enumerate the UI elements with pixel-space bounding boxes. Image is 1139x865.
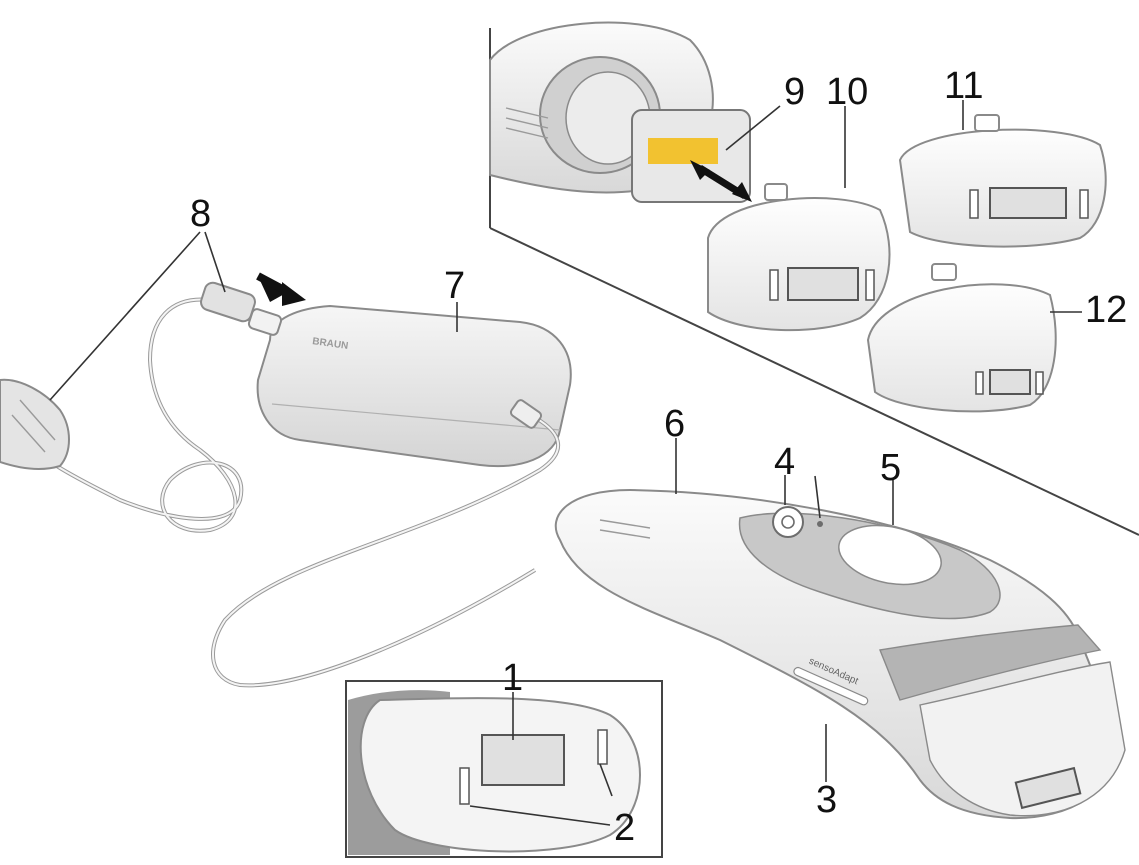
leader-lines (49, 100, 1082, 826)
callout-12: 12 (1085, 289, 1127, 331)
callout-9: 9 (784, 71, 805, 113)
attachment-10 (707, 183, 891, 332)
flash-button (838, 524, 942, 586)
callout-1: 1 (502, 657, 523, 699)
callout-2: 2 (614, 807, 635, 849)
callout-5: 5 (880, 447, 901, 489)
callout-10: 10 (826, 71, 868, 113)
power-button-icon (772, 506, 804, 538)
callout-3: 3 (816, 779, 837, 821)
wall-plug (0, 378, 70, 470)
callout-6: 6 (664, 403, 685, 445)
insert-arrow-icon (256, 272, 306, 306)
window-closeup-inset (345, 680, 663, 858)
callout-8: 8 (190, 193, 211, 235)
handset: sensoAdapt (554, 488, 1126, 820)
callout-4: 4 (774, 441, 795, 483)
attachment-12 (866, 263, 1057, 413)
power-cord (8, 297, 561, 688)
contacts-window (648, 138, 718, 164)
callout-11: 11 (944, 65, 983, 107)
power-adapter: BRAUN (256, 304, 572, 468)
attachment-11 (898, 114, 1107, 248)
device-head-closeup (489, 21, 752, 203)
adapter-brand-label: BRAUN (312, 336, 349, 352)
cord-connector (200, 281, 283, 336)
indicator-light-icon (817, 521, 823, 527)
attachments-inset (489, 21, 1139, 536)
callout-7: 7 (444, 265, 465, 307)
callout-labels: 1 2 3 4 5 6 7 8 9 10 11 12 (190, 65, 1127, 849)
